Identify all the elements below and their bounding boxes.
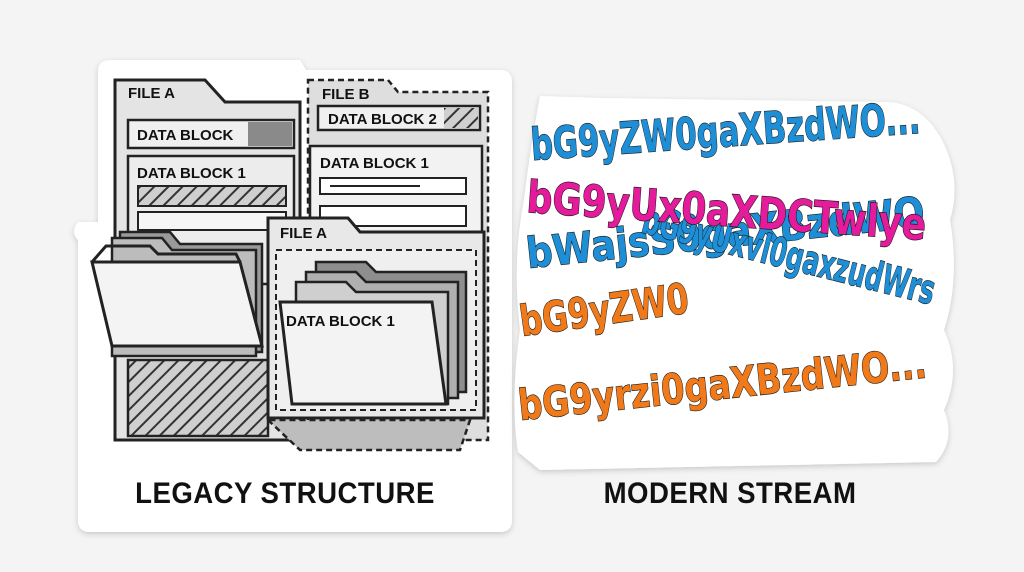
file-a-front-label: FILE A — [280, 225, 327, 242]
data-block-2-label: DATA BLOCK 2 — [328, 111, 437, 128]
legacy-sticker: FILE A DATA BLOCK DATA BLOCK 1 FILE B DA… — [74, 60, 512, 532]
stream-text-group: bG9yZW0gaXBzdWO... bWajsS0gaXBzdWO bG9yU… — [515, 92, 940, 430]
modern-caption: MODERN STREAM — [603, 477, 857, 510]
file-b-label: FILE B — [322, 86, 370, 103]
file-a-top-label: FILE A — [128, 85, 175, 102]
open-folder-icon — [90, 260, 264, 348]
folder-stack-left — [90, 230, 264, 358]
file-a-front: FILE A DATA BLOCK 1 — [264, 216, 486, 452]
data-block-1-front-folder — [278, 300, 448, 406]
modern-sticker: bG9yZW0gaXBzdWO... bWajsS0gaXBzdWO bG9yU… — [514, 92, 955, 470]
data-block-1-left-label: DATA BLOCK 1 — [137, 165, 246, 182]
legacy-caption: LEGACY STRUCTURE — [135, 477, 435, 510]
modern-sticker-backing — [514, 96, 955, 470]
data-block-1-right-label: DATA BLOCK 1 — [320, 155, 429, 172]
data-block-top-label: DATA BLOCK — [137, 127, 234, 144]
data-block-1-front-label: DATA BLOCK 1 — [286, 313, 395, 330]
